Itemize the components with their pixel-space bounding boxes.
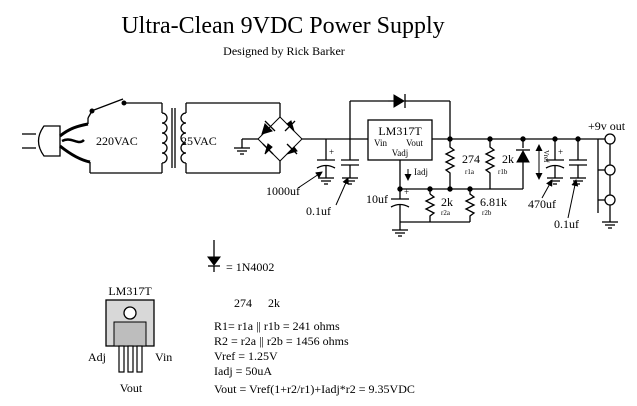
output-terminals-icon	[597, 133, 618, 229]
lm317-regulator: LM317T Vin Vout Vadj	[367, 119, 433, 161]
pin-vout-label: Vout	[120, 381, 143, 395]
cap-10uf-label: 10uf	[366, 192, 388, 206]
package-name: LM317T	[108, 284, 152, 298]
svg-text:+: +	[404, 187, 409, 197]
output-capacitor-0.1uf-icon	[569, 139, 587, 185]
note-r2: R2 = r2a || r2b = 1456 ohms	[214, 334, 349, 348]
note-vref: Vref = 1.25V	[214, 349, 278, 363]
resistor-r1b-icon	[484, 139, 496, 189]
r2a-name: r2a	[441, 209, 451, 217]
bypass-diode-icon	[388, 94, 450, 108]
r2a-value: 2k	[441, 195, 453, 209]
cap-0.1uf-b-label: 0.1uf	[554, 217, 579, 231]
filter-capacitor-1000uf-icon: +	[316, 139, 336, 185]
notes-header-274: 274	[234, 296, 252, 310]
to220-package-icon	[105, 299, 155, 373]
page-subtitle: Designed by Rick Barker	[223, 44, 345, 58]
regulator-name: LM317T	[378, 124, 422, 138]
output-capacitor-470uf-icon: +	[545, 139, 565, 185]
diode-legend-icon	[207, 240, 221, 272]
output-voltage-label: +9v out	[588, 119, 626, 133]
secondary-voltage-label: 25VAC	[181, 134, 217, 148]
r1b-value: 2k	[502, 152, 514, 166]
cap-470uf-label: 470uf	[528, 197, 556, 211]
r1a-value: 274	[462, 152, 480, 166]
r1a-name: r1a	[465, 168, 475, 176]
resistor-r2a-icon	[424, 193, 436, 222]
notes-header-2k: 2k	[268, 296, 280, 310]
diode-legend-label: = 1N4002	[226, 260, 274, 274]
pin-adj-label: Adj	[88, 350, 106, 364]
svg-text:+: +	[558, 147, 563, 157]
cap-0.1uf-a-label: 0.1uf	[306, 204, 331, 218]
page-title: Ultra-Clean 9VDC Power Supply	[121, 13, 444, 39]
iadj-label: Iadj	[414, 167, 428, 177]
note-iadj: Iadj = 50uA	[214, 364, 272, 378]
output-diode-icon	[516, 149, 530, 189]
resistor-r1a-icon	[444, 139, 456, 189]
mains-plug-icon	[22, 122, 91, 164]
adj-capacitor-10uf-icon: +	[390, 187, 410, 237]
r2b-value: 6.81k	[480, 195, 507, 209]
resistor-r2b-icon	[464, 189, 476, 222]
bridge-rectifier-icon	[212, 102, 303, 174]
cap-1000uf-label: 1000uf	[266, 184, 300, 198]
regulator-vin-pin: Vin	[374, 138, 387, 148]
note-r1: R1= r1a || r1b = 241 ohms	[214, 319, 340, 333]
primary-voltage-label: 220VAC	[96, 134, 138, 148]
power-switch-icon	[87, 98, 162, 124]
vref-label: Vref	[542, 150, 550, 163]
filter-capacitor-0.1uf-icon	[341, 139, 359, 185]
pin-vin-label: Vin	[155, 350, 172, 364]
regulator-vadj-pin: Vadj	[392, 148, 409, 158]
note-vout: Vout = Vref(1+r2/r1)+Iadj*r2 = 9.35VDC	[214, 382, 415, 396]
r1b-name: r1b	[498, 168, 508, 176]
regulator-vout-pin: Vout	[406, 138, 423, 148]
transformer-icon	[161, 108, 187, 168]
r2b-name: r2b	[482, 209, 492, 217]
svg-text:+: +	[329, 147, 334, 157]
